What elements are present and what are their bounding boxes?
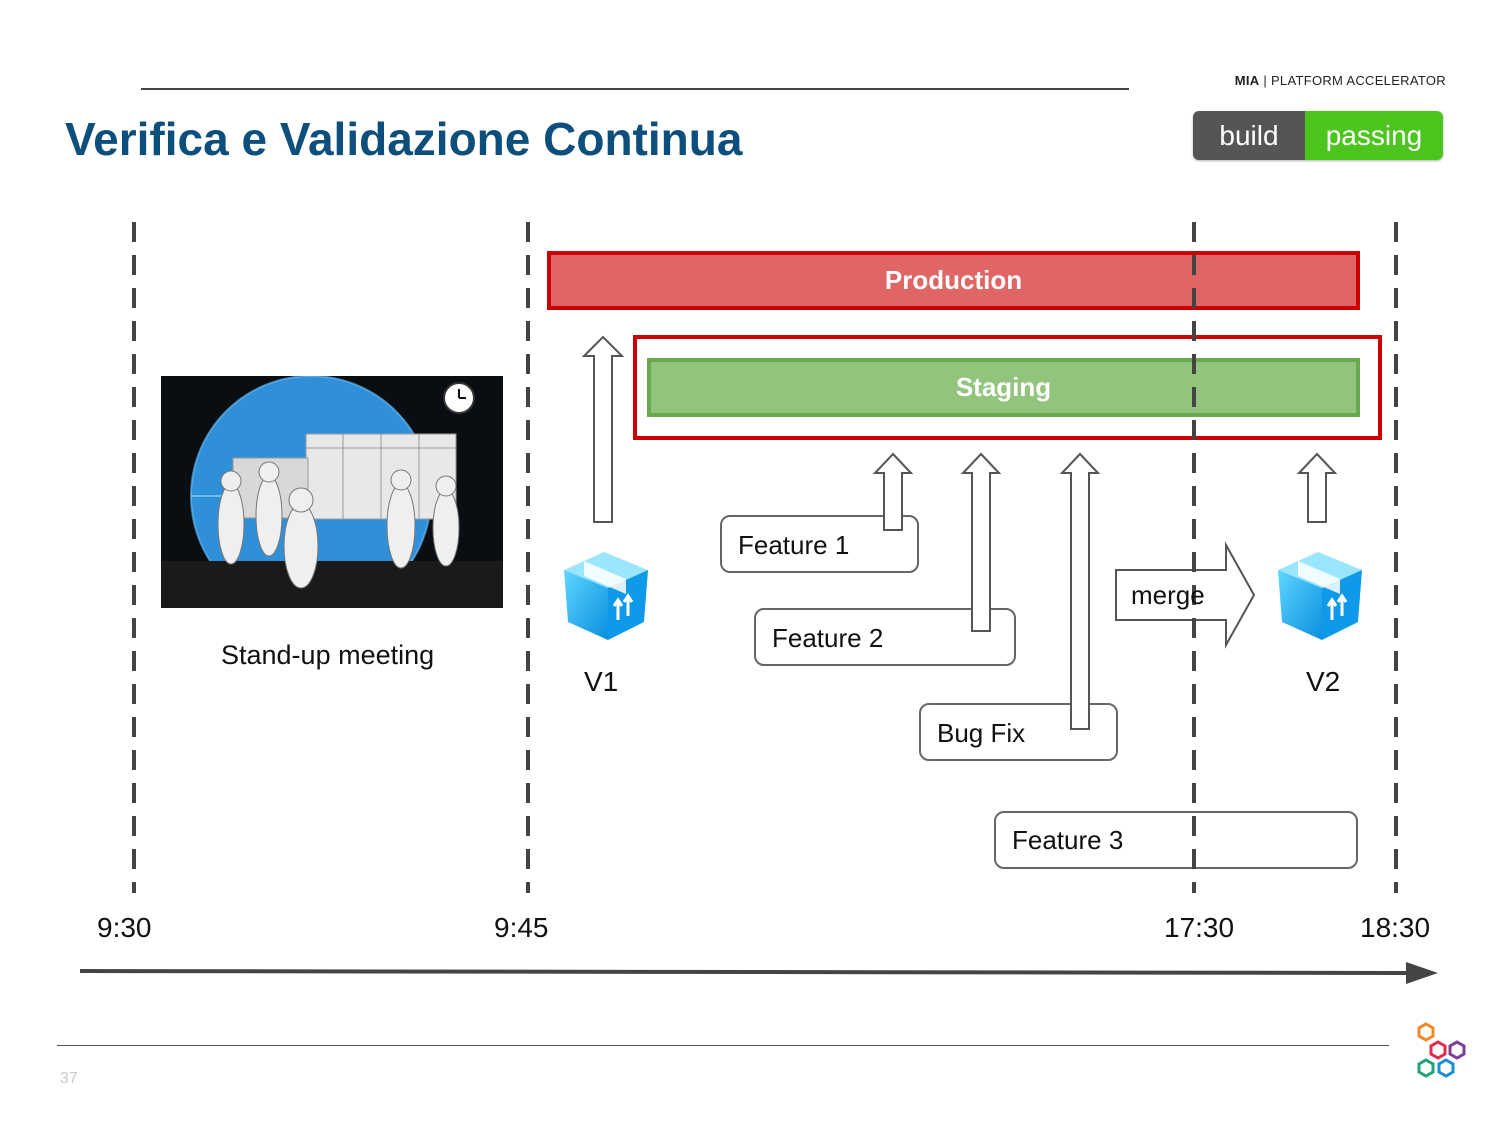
bugfix-arrow	[1059, 452, 1101, 730]
badge-passing-label: passing	[1305, 111, 1443, 160]
staging-label: Staging	[955, 372, 1052, 402]
mia-logo-icon	[1417, 1022, 1466, 1078]
feature1-box	[720, 515, 919, 573]
tick-label-0930: 9:30	[97, 912, 152, 943]
build-status-badge: build passing	[1193, 111, 1443, 160]
meeting-caption: Stand-up meeting	[221, 640, 435, 670]
brand-bold: MIA	[1234, 73, 1260, 88]
production-label: Production	[884, 265, 1023, 295]
badge-build-label: build	[1193, 111, 1305, 160]
brand-rest: | PLATFORM ACCELERATOR	[1259, 73, 1446, 88]
production-bar	[547, 251, 1360, 310]
tick-label-0945: 9:45	[494, 912, 549, 943]
bottom-rule	[57, 1045, 1389, 1046]
feature2-box	[754, 608, 1016, 666]
feature3-label: Feature 3	[1012, 825, 1124, 855]
feature1-arrow	[872, 452, 914, 531]
page-number: 37	[60, 1070, 78, 1087]
version-v2-label: V2	[1306, 666, 1341, 697]
merge-label: merge	[1131, 580, 1205, 610]
deploy-v1-arrow	[581, 335, 625, 523]
feature2-label: Feature 2	[772, 623, 884, 653]
merge-arrow	[1115, 541, 1256, 649]
deploy-v2-arrow	[1296, 452, 1338, 523]
standup-photo-art	[161, 376, 503, 608]
feature1-label: Feature 1	[738, 530, 850, 560]
staging-bar	[647, 358, 1360, 417]
tick-label-1830: 18:30	[1360, 912, 1431, 943]
package-v1-icon	[564, 552, 648, 640]
time-axis	[79, 969, 1411, 975]
tick-label-1730: 17:30	[1164, 912, 1235, 943]
version-v1-label: V1	[584, 666, 619, 697]
bugfix-label: Bug Fix	[937, 718, 1026, 748]
time-axis-arrowhead	[1406, 962, 1438, 984]
package-v2-icon	[1278, 552, 1362, 640]
standup-photo	[161, 376, 503, 608]
feature3-box	[994, 811, 1358, 869]
staging-frame	[633, 335, 1382, 440]
bugfix-box	[919, 703, 1118, 761]
feature2-arrow	[960, 452, 1002, 632]
top-rule	[141, 88, 1129, 90]
brand-label: MIA | PLATFORM ACCELERATOR	[1235, 73, 1446, 88]
page-title: Verifica e Validazione Continua	[65, 113, 743, 165]
